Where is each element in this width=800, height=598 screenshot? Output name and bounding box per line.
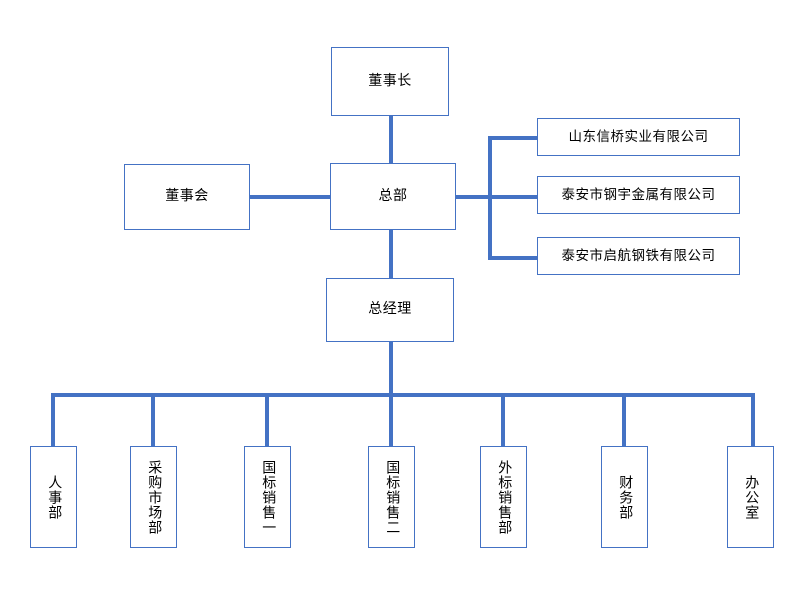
connector-trunk-to-subsidiary-3 <box>488 256 539 260</box>
node-board-of-directors-label: 董事会 <box>165 188 209 205</box>
node-subsidiary-3-label: 泰安市启航钢铁有限公司 <box>561 247 716 264</box>
node-department-7-label: 办公室 <box>743 474 760 520</box>
node-general-manager-label: 总经理 <box>368 301 412 318</box>
connector-drop-department-6 <box>622 393 626 447</box>
node-headquarters[interactable]: 总部 <box>330 163 456 230</box>
node-subsidiary-1-label: 山东信桥实业有限公司 <box>568 128 709 145</box>
node-department-2[interactable]: 采购市场部 <box>130 446 177 548</box>
connector-trunk-to-subsidiary-2 <box>488 195 539 199</box>
node-department-6-label: 财务部 <box>617 474 634 520</box>
node-subsidiary-2-label: 泰安市钢宇金属有限公司 <box>561 186 716 203</box>
node-subsidiary-2[interactable]: 泰安市钢宇金属有限公司 <box>537 176 740 214</box>
node-department-6[interactable]: 财务部 <box>601 446 648 548</box>
connector-drop-department-2 <box>151 393 155 447</box>
connector-general-manager-to-departments <box>389 340 393 397</box>
connector-board-to-headquarters <box>248 195 332 199</box>
node-subsidiary-1[interactable]: 山东信桥实业有限公司 <box>537 118 740 156</box>
node-department-7[interactable]: 办公室 <box>727 446 774 548</box>
node-board-of-directors[interactable]: 董事会 <box>124 164 250 230</box>
connector-department-distribution-bar <box>51 393 755 397</box>
node-department-4[interactable]: 国标销售二 <box>368 446 415 548</box>
node-headquarters-label: 总部 <box>378 187 408 204</box>
node-department-1-label: 人事部 <box>46 474 63 520</box>
connector-drop-department-5 <box>501 393 505 447</box>
node-department-3-label: 国标销售一 <box>260 459 277 535</box>
connector-headquarters-to-general-manager <box>389 228 393 280</box>
connector-headquarters-to-subsidiary-trunk <box>454 195 492 199</box>
node-department-5-label: 外标销售部 <box>496 459 513 535</box>
node-chairman-label: 董事长 <box>368 72 412 89</box>
connector-drop-department-7 <box>751 393 755 447</box>
connector-chairman-to-headquarters <box>389 116 393 165</box>
connector-drop-department-4 <box>389 393 393 447</box>
connector-drop-department-1 <box>51 393 55 447</box>
connector-trunk-to-subsidiary-1 <box>488 136 539 140</box>
node-department-4-label: 国标销售二 <box>384 459 401 535</box>
node-general-manager[interactable]: 总经理 <box>326 278 454 342</box>
node-department-1[interactable]: 人事部 <box>30 446 77 548</box>
connector-drop-department-3 <box>265 393 269 447</box>
node-department-3[interactable]: 国标销售一 <box>244 446 291 548</box>
node-department-2-label: 采购市场部 <box>146 459 163 535</box>
node-chairman[interactable]: 董事长 <box>331 47 449 116</box>
node-department-5[interactable]: 外标销售部 <box>480 446 527 548</box>
node-subsidiary-3[interactable]: 泰安市启航钢铁有限公司 <box>537 237 740 275</box>
